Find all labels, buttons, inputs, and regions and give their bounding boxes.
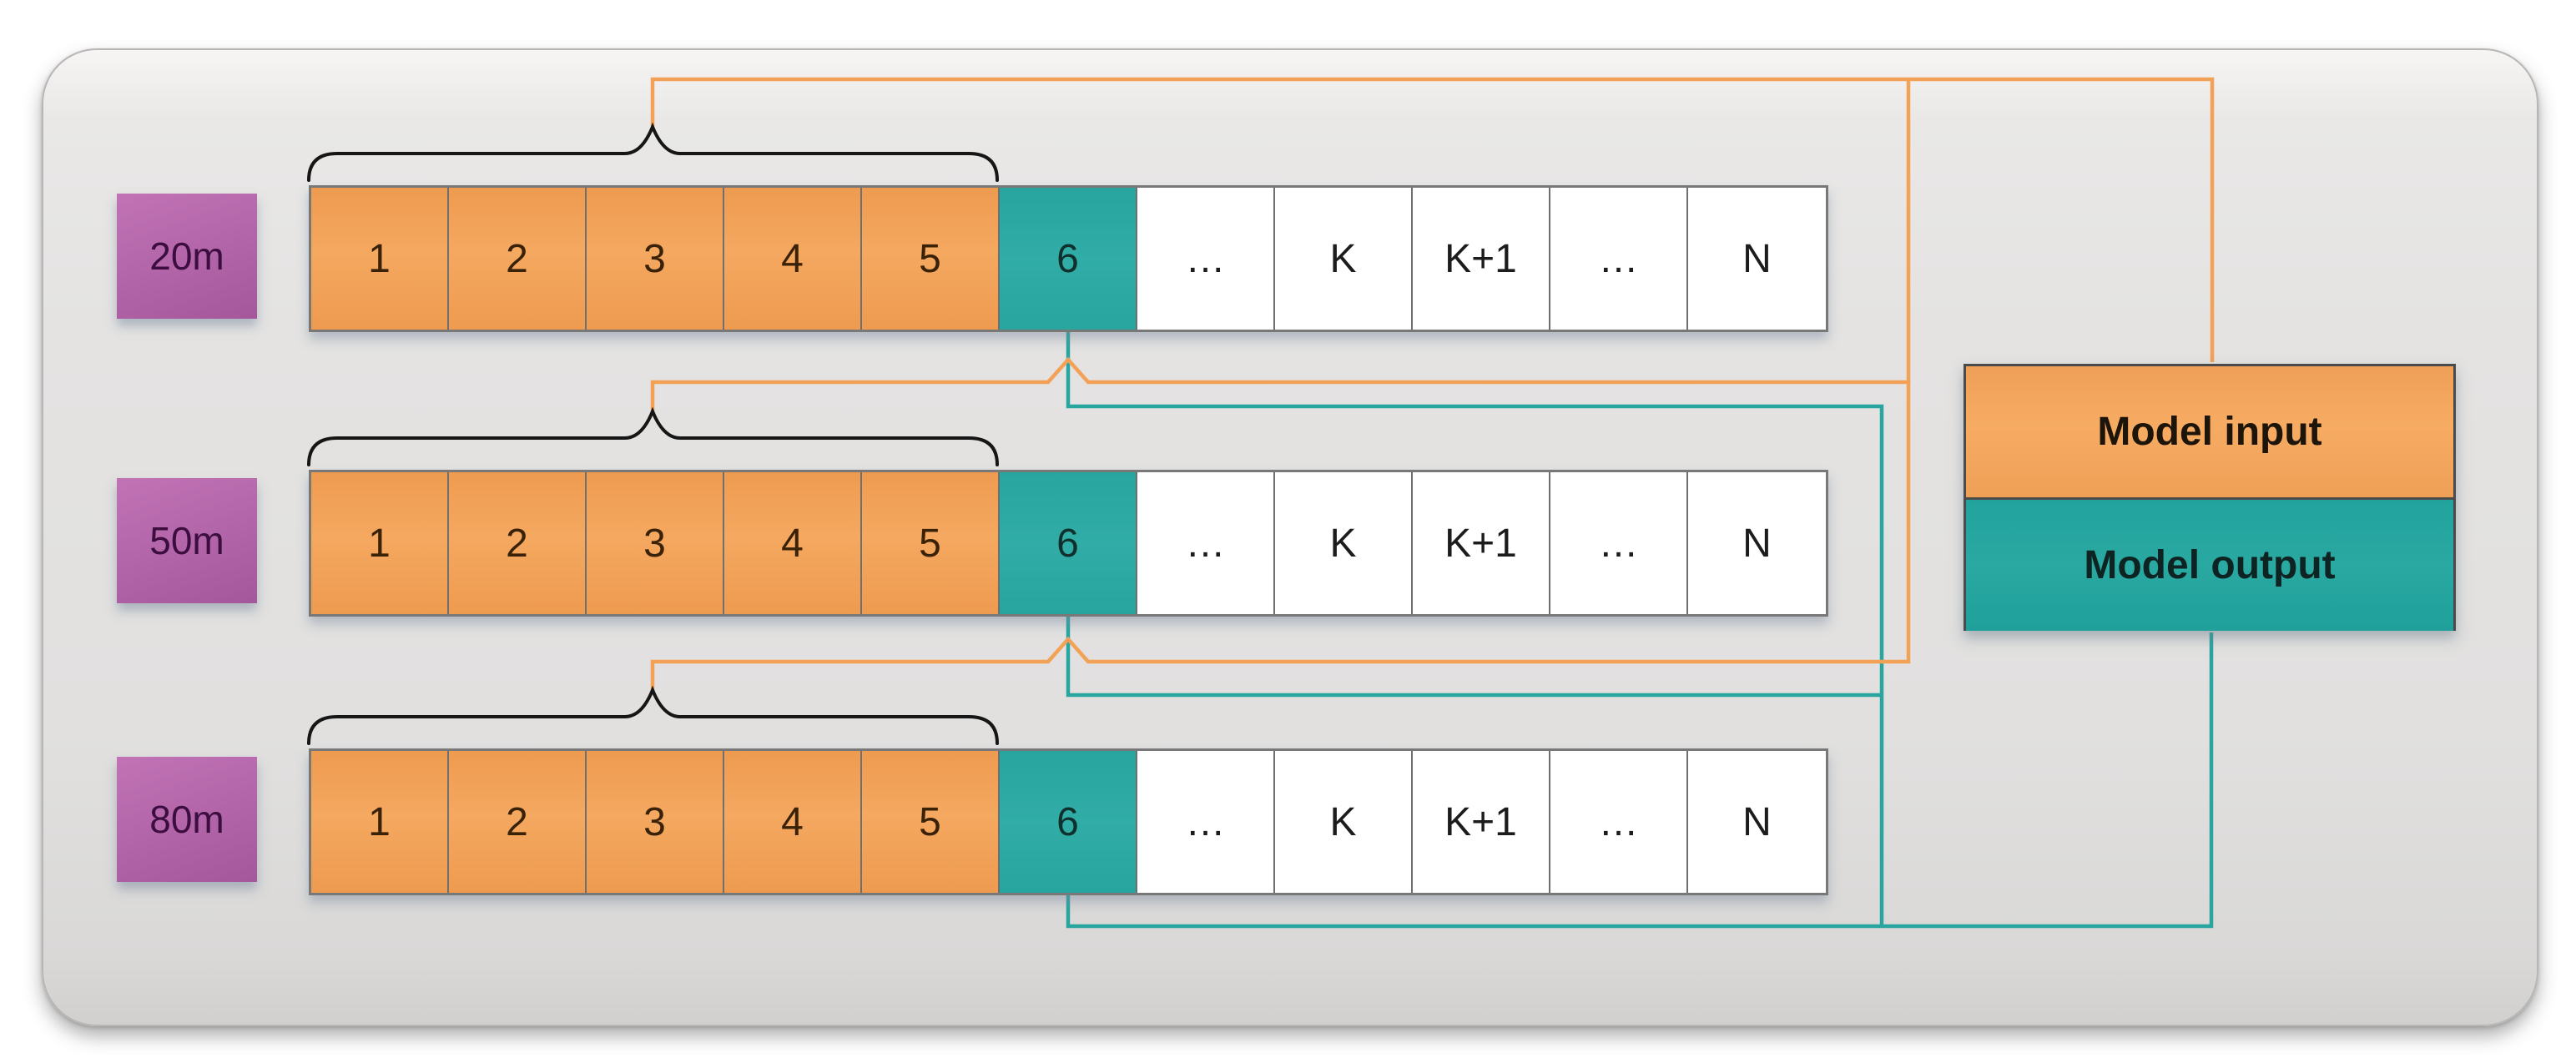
brace-row3 <box>307 685 999 745</box>
row-label-50m: 50m <box>117 478 257 603</box>
cell-50m-K: K <box>1275 472 1413 614</box>
cell-20m-1: 1 <box>311 188 449 330</box>
cell-80m-…: … <box>1137 751 1275 893</box>
cell-20m-K: K <box>1275 188 1413 330</box>
legend-model-output: Model output <box>1966 497 2453 631</box>
input-connector-row1 <box>650 77 2215 362</box>
cell-80m-K: K <box>1275 751 1413 893</box>
cell-20m-4: 4 <box>724 188 862 330</box>
cell-20m-…: … <box>1137 188 1275 330</box>
cell-80m-2: 2 <box>449 751 587 893</box>
brace-row1 <box>307 122 999 182</box>
brace-row2 <box>307 406 999 466</box>
model-input-connectors <box>650 77 2215 690</box>
row-label-text: 80m <box>149 798 224 841</box>
cell-50m-5: 5 <box>862 472 1000 614</box>
output-connector-row2 <box>1066 612 1882 698</box>
row-label-text: 50m <box>149 519 224 562</box>
cell-80m-5: 5 <box>862 751 1000 893</box>
legend-model-output-label: Model output <box>2084 543 2336 587</box>
cell-50m-…: … <box>1550 472 1688 614</box>
row-label-text: 20m <box>149 234 224 278</box>
output-connector-row3 <box>1066 632 2214 929</box>
cell-20m-5: 5 <box>862 188 1000 330</box>
legend-model-input: Model input <box>1966 366 2453 497</box>
cell-50m-3: 3 <box>587 472 724 614</box>
output-connector-row1 <box>1066 327 1884 926</box>
cell-80m-K+1: K+1 <box>1413 751 1550 893</box>
cell-80m-N: N <box>1688 751 1826 893</box>
cell-50m-N: N <box>1688 472 1826 614</box>
cell-20m-…: … <box>1550 188 1688 330</box>
cell-50m-1: 1 <box>311 472 449 614</box>
cell-50m-2: 2 <box>449 472 587 614</box>
cell-80m-…: … <box>1550 751 1688 893</box>
cell-50m-K+1: K+1 <box>1413 472 1550 614</box>
cell-80m-6: 6 <box>1000 751 1137 893</box>
cell-20m-6: 6 <box>1000 188 1137 330</box>
row-label-20m: 20m <box>117 194 257 319</box>
cell-20m-3: 3 <box>587 188 724 330</box>
row-label-80m: 80m <box>117 757 257 882</box>
cell-50m-4: 4 <box>724 472 862 614</box>
cell-20m-N: N <box>1688 188 1826 330</box>
cell-80m-1: 1 <box>311 751 449 893</box>
cell-20m-2: 2 <box>449 188 587 330</box>
cell-80m-3: 3 <box>587 751 724 893</box>
input-connector-row3 <box>650 380 1911 690</box>
cell-50m-6: 6 <box>1000 472 1137 614</box>
legend: Model input Model output <box>1964 364 2456 631</box>
cell-50m-…: … <box>1137 472 1275 614</box>
cell-20m-K+1: K+1 <box>1413 188 1550 330</box>
input-window-braces <box>307 122 999 745</box>
cell-80m-4: 4 <box>724 751 862 893</box>
legend-model-input-label: Model input <box>2097 410 2322 454</box>
